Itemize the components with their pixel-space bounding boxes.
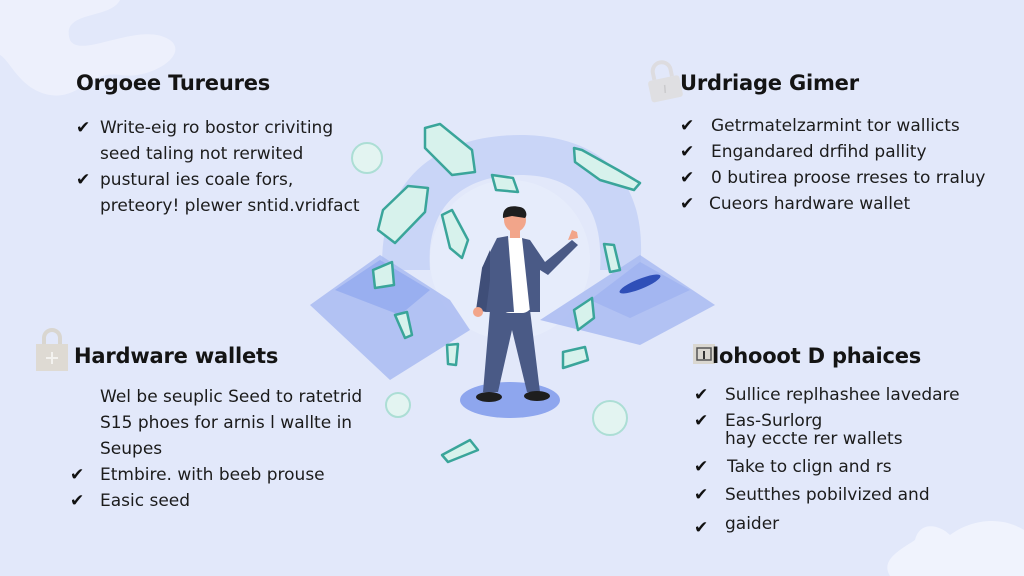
checkmark-icon: ✔ [680, 194, 695, 214]
list-item: ✔ Engandared drfihd pallity [680, 139, 1000, 165]
feature-list: ✔ Etmbire. with beeb prouse ✔ Easic seed [70, 462, 384, 514]
list-item: ✔ pustural ies coale fors, preteory! ple… [76, 167, 376, 219]
checkmark-icon: ✔ [694, 411, 709, 431]
checkmark-icon: ✔ [694, 485, 709, 505]
platform [460, 382, 560, 418]
checkmark-icon: ✔ [680, 116, 695, 136]
checkmark-icon: ✔ [694, 518, 709, 538]
panel-bottom-right: lohooot D phaices [712, 344, 1012, 368]
checkmark-icon: ✔ [694, 385, 709, 405]
panel-title: lohooot D phaices [712, 344, 922, 368]
panel-bottom-left: Hardware wallets Wel be seuplic Seed to … [70, 344, 384, 514]
list-item: ✔ Write-eig ro bostor criviting seed tal… [76, 115, 376, 167]
person [473, 206, 578, 402]
list-item: ✔ Eas-Surlorg hay eccte rer wallets [694, 411, 903, 449]
lock-icon [648, 60, 683, 103]
dark-puddle [619, 274, 661, 294]
panel-title: Orgoee Tureures [76, 71, 271, 95]
lock-plus-icon [36, 328, 68, 371]
list-item: ✔ Take to clign and rs [694, 454, 994, 480]
checkmark-icon: ✔ [76, 170, 91, 190]
central-illustration [310, 122, 715, 464]
checkmark-icon: ✔ [694, 457, 709, 477]
list-item: ✔ Cueors hardware wallet [680, 191, 1000, 217]
panel-bottom-right-list: ✔ Sullice replhashee lavedare ✔ Eas-Surl… [694, 382, 994, 538]
checkmark-icon: ✔ [680, 168, 695, 188]
list-item: ✔ Getrmatelzarmint tor wallicts [680, 113, 1000, 139]
feature-list: ✔ Sullice replhashee lavedare ✔ Eas-Surl… [694, 382, 994, 538]
list-item: ✔ Etmbire. with beeb prouse [70, 462, 384, 488]
checkmark-icon: ✔ [70, 491, 85, 511]
checkmark-icon: ✔ [680, 142, 695, 162]
list-item: ✔ 0 butirea proose rreses to rraluy [680, 165, 1000, 191]
crystal-shards [371, 122, 642, 464]
panel-top-left: Orgoee Tureures ✔ Write-eig ro bostor cr… [76, 71, 376, 219]
list-item: ✔ Sullice replhashee lavedare [694, 382, 994, 408]
document-icon [693, 344, 715, 364]
panel-intro: Wel be seuplic Seed to ratetrid S15 phoe… [100, 387, 363, 459]
checkmark-icon: ✔ [70, 465, 85, 485]
feature-list: ✔ Getrmatelzarmint tor wallicts ✔ Engand… [680, 113, 1000, 217]
bubbles [351, 142, 628, 436]
checkmark-icon: ✔ [76, 118, 91, 138]
panel-title: Hardware wallets [74, 344, 279, 368]
list-item: ✔ Easic seed [70, 488, 384, 514]
panel-title: Urdriage Gimer [680, 71, 859, 95]
feature-list: ✔ Write-eig ro bostor criviting seed tal… [76, 115, 376, 219]
panel-top-right: Urdriage Gimer ✔ Getrmatelzarmint tor wa… [680, 71, 1000, 217]
list-item: ✔ Seutthes pobilvized and [694, 480, 994, 510]
list-item: ✔ gaider [694, 510, 994, 538]
